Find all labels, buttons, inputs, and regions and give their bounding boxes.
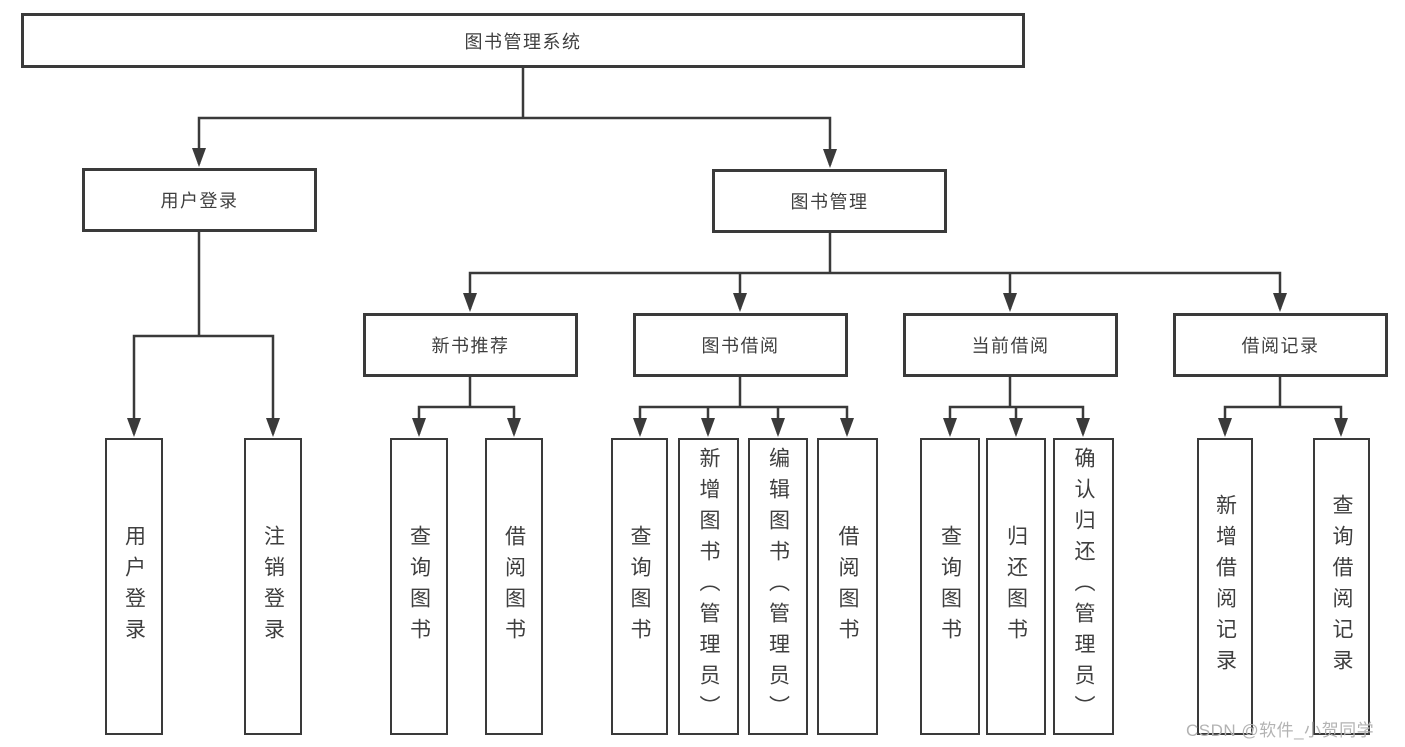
leaf-user-login-label: 用户登录 <box>122 524 146 649</box>
node-user-login-label: 用户登录 <box>160 191 239 211</box>
leaf-borrow-book-2: 借阅图书 <box>817 438 878 735</box>
leaf-query-borrow-record: 查询借阅记录 <box>1313 438 1370 735</box>
leaf-logout-login: 注销登录 <box>244 438 302 735</box>
leaf-query-book-3-label: 查询图书 <box>938 524 962 649</box>
leaf-query-borrow-record-label: 查询借阅记录 <box>1330 493 1353 680</box>
node-current-borrow: 当前借阅 <box>903 313 1118 377</box>
node-book-borrow-label: 图书借阅 <box>701 336 780 356</box>
leaf-borrow-book-1: 借阅图书 <box>485 438 543 735</box>
connector-paths <box>132 68 1343 434</box>
leaf-add-borrow-record-label: 新增借阅记录 <box>1213 493 1237 680</box>
leaf-borrow-book-2-label: 借阅图书 <box>836 524 859 649</box>
leaf-return-book: 归还图书 <box>986 438 1046 735</box>
node-current-borrow-label: 当前借阅 <box>971 336 1050 356</box>
leaf-user-login: 用户登录 <box>105 438 163 735</box>
leaf-query-book-1: 查询图书 <box>390 438 448 735</box>
node-new-book-recommend: 新书推荐 <box>363 313 578 377</box>
leaf-query-book-3: 查询图书 <box>920 438 980 735</box>
leaf-add-borrow-record: 新增借阅记录 <box>1197 438 1253 735</box>
leaf-confirm-return-admin: 确认归还（管理员） <box>1053 438 1114 735</box>
node-borrow-record: 借阅记录 <box>1173 313 1388 377</box>
node-book-management-label: 图书管理 <box>790 192 869 212</box>
leaf-logout-login-label: 注销登录 <box>261 524 285 649</box>
csdn-watermark: CSDN @软件_小贺同学 <box>1186 721 1375 740</box>
leaf-confirm-return-admin-label: 确认归还（管理员） <box>1072 447 1095 726</box>
leaf-edit-book-admin: 编辑图书（管理员） <box>748 438 808 735</box>
node-new-book-recommend-label: 新书推荐 <box>431 336 510 356</box>
leaf-query-book-1-label: 查询图书 <box>407 524 431 649</box>
node-root: 图书管理系统 <box>21 13 1025 68</box>
leaf-query-book-2: 查询图书 <box>611 438 668 735</box>
arrowheads <box>127 148 1348 437</box>
leaf-return-book-label: 归还图书 <box>1004 524 1028 649</box>
node-user-login: 用户登录 <box>82 168 317 232</box>
node-root-label: 图书管理系统 <box>464 31 582 52</box>
leaf-add-book-admin: 新增图书（管理员） <box>678 438 739 735</box>
node-book-borrow: 图书借阅 <box>633 313 848 377</box>
leaf-borrow-book-1-label: 借阅图书 <box>502 524 526 649</box>
leaf-edit-book-admin-label: 编辑图书（管理员） <box>766 447 790 726</box>
leaf-query-book-2-label: 查询图书 <box>628 524 651 649</box>
node-borrow-record-label: 借阅记录 <box>1241 336 1320 356</box>
leaf-add-book-admin-label: 新增图书（管理员） <box>697 447 720 726</box>
node-book-management: 图书管理 <box>712 169 947 233</box>
